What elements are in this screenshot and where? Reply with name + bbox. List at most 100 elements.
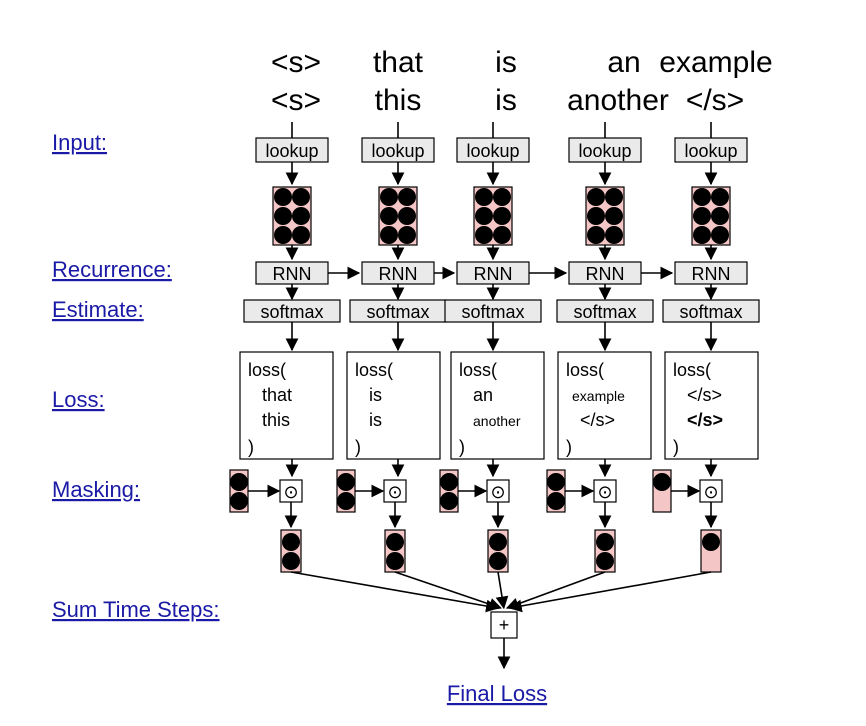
vector-dot bbox=[693, 207, 711, 225]
loss-open: loss( bbox=[248, 360, 286, 380]
loss-dot bbox=[282, 552, 300, 570]
label-masking[interactable]: Masking: bbox=[52, 477, 140, 502]
loss-dot bbox=[386, 533, 404, 551]
vector-dot bbox=[605, 226, 623, 244]
vector-dot bbox=[475, 207, 493, 225]
mask-vector bbox=[439, 469, 459, 513]
loss-box: loss(example</s>) bbox=[557, 351, 652, 460]
odot-symbol: ⊙ bbox=[703, 482, 718, 503]
label-input[interactable]: Input: bbox=[52, 130, 107, 155]
loss-dot bbox=[596, 552, 614, 570]
embedding-vector bbox=[378, 186, 418, 246]
loss-dot bbox=[702, 533, 720, 551]
final-loss-link[interactable]: Final Loss bbox=[447, 681, 547, 706]
mask-multiply-op: ⊙ bbox=[486, 479, 510, 503]
label-sum-time-steps[interactable]: Sum Time Steps: bbox=[52, 597, 220, 622]
odot-symbol: ⊙ bbox=[387, 482, 402, 503]
loss-open: loss( bbox=[355, 360, 393, 380]
lookup-op: lookup bbox=[456, 137, 530, 163]
loss-output: is bbox=[369, 385, 382, 405]
masked-loss-vector bbox=[594, 529, 616, 573]
timestep-columns: lookupRNNsoftmaxloss(thatthis)⊙lookupRNN… bbox=[229, 122, 760, 613]
vector-dot bbox=[711, 207, 729, 225]
vector-dot bbox=[380, 188, 398, 206]
masked-loss-vector bbox=[700, 529, 722, 573]
loss-target: </s> bbox=[687, 410, 723, 430]
vector-dot bbox=[292, 207, 310, 225]
vector-dot bbox=[292, 188, 310, 206]
label-loss[interactable]: Loss: bbox=[52, 387, 105, 412]
embedding-vector bbox=[473, 186, 513, 246]
odot-symbol: ⊙ bbox=[490, 482, 505, 503]
rnn-op: RNN bbox=[568, 261, 642, 285]
lookup-op: lookup bbox=[255, 137, 329, 163]
embedding-vector bbox=[272, 186, 312, 246]
softmax-op: softmax bbox=[662, 299, 760, 323]
loss-output: example bbox=[572, 388, 625, 404]
loss-close: ) bbox=[248, 437, 254, 457]
word: this bbox=[375, 84, 422, 117]
lookup-label: lookup bbox=[466, 141, 519, 161]
word: example bbox=[659, 46, 772, 79]
loss-box: loss(</s></s>) bbox=[664, 351, 759, 460]
vector-dot bbox=[693, 226, 711, 244]
sum-arrow bbox=[505, 571, 606, 611]
word: </s> bbox=[686, 84, 744, 117]
sum-op: + bbox=[499, 615, 510, 635]
loss-box: loss( is is) bbox=[346, 351, 441, 460]
sentence-row-2: <s> this is another </s> bbox=[271, 84, 744, 117]
lookup-op: lookup bbox=[361, 137, 435, 163]
loss-dot bbox=[386, 552, 404, 570]
loss-dot bbox=[596, 533, 614, 551]
vector-dot bbox=[587, 207, 605, 225]
rnn-label: RNN bbox=[379, 264, 418, 284]
mask-multiply-op: ⊙ bbox=[593, 479, 617, 503]
softmax-label: softmax bbox=[461, 302, 524, 322]
vector-dot bbox=[493, 188, 511, 206]
rnn-label: RNN bbox=[474, 264, 513, 284]
rnn-label: RNN bbox=[692, 264, 731, 284]
loss-target: </s> bbox=[580, 410, 615, 430]
rnn-op: RNN bbox=[361, 261, 435, 285]
rnn-label: RNN bbox=[273, 264, 312, 284]
lookup-label: lookup bbox=[684, 141, 737, 161]
vector-dot bbox=[274, 207, 292, 225]
masked-loss-vector bbox=[487, 529, 509, 573]
masked-loss-vector bbox=[280, 529, 302, 573]
loss-target: is bbox=[369, 410, 382, 430]
rnn-op: RNN bbox=[456, 261, 530, 285]
loss-close: ) bbox=[566, 437, 572, 457]
vector-dot bbox=[398, 207, 416, 225]
vector-dot bbox=[398, 188, 416, 206]
mask-dot bbox=[547, 492, 565, 510]
embedding-vector bbox=[691, 186, 731, 246]
label-estimate[interactable]: Estimate: bbox=[52, 297, 144, 322]
vector-dot bbox=[693, 188, 711, 206]
loss-output: that bbox=[262, 385, 292, 405]
loss-close: ) bbox=[673, 437, 679, 457]
embedding-vector bbox=[585, 186, 625, 246]
vector-dot bbox=[475, 188, 493, 206]
word: an bbox=[607, 46, 640, 79]
rnn-op: RNN bbox=[674, 261, 748, 285]
vector-dot bbox=[398, 226, 416, 244]
vector-dot bbox=[605, 188, 623, 206]
softmax-label: softmax bbox=[679, 302, 742, 322]
loss-open: loss( bbox=[459, 360, 497, 380]
loss-close: ) bbox=[355, 437, 361, 457]
label-recurrence[interactable]: Recurrence: bbox=[52, 257, 172, 282]
loss-dot bbox=[282, 533, 300, 551]
mask-vector bbox=[229, 469, 249, 513]
sum-node: + bbox=[490, 611, 518, 670]
mask-vector bbox=[336, 469, 356, 513]
vector-dot bbox=[380, 226, 398, 244]
lookup-op: lookup bbox=[674, 137, 748, 163]
